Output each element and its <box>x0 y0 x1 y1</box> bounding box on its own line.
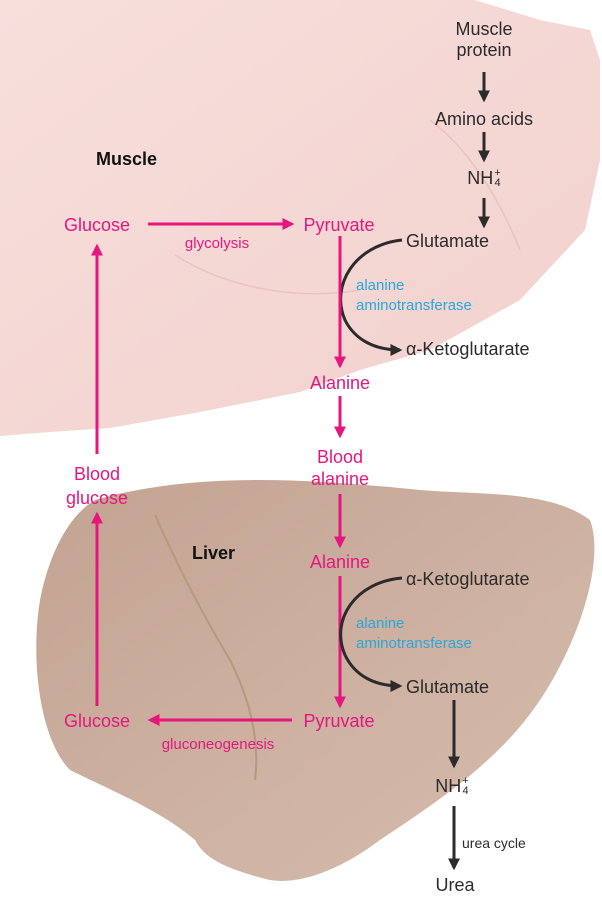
amino-acids-label: Amino acids <box>435 110 533 128</box>
glycolysis-label: glycolysis <box>185 236 249 251</box>
liver-glutamate-label: Glutamate <box>406 678 489 696</box>
blood-glucose-line2: glucose <box>66 486 128 510</box>
nh4-base: NH <box>467 169 493 187</box>
liver-pyruvate-label: Pyruvate <box>303 712 374 730</box>
liver-organ-label: Liver <box>192 544 235 562</box>
urea-cycle-label: urea cycle <box>462 836 526 850</box>
muscle-ketoglutarate-label: α-Ketoglutarate <box>406 340 529 358</box>
muscle-pyruvate-label: Pyruvate <box>303 216 374 234</box>
nh4-sub: 4 <box>462 786 468 796</box>
muscle-nh4-label: NH +4 <box>467 168 500 188</box>
nh4-sub: 4 <box>494 178 500 188</box>
blood-alanine-line1: Blood <box>311 446 369 468</box>
blood-glucose-line1: Blood <box>66 462 128 486</box>
muscle-protein-line2: protein <box>455 41 512 59</box>
liver-glucose-label: Glucose <box>64 712 130 730</box>
blood-alanine-line2: alanine <box>311 468 369 490</box>
muscle-protein-line1: Muscle <box>455 20 512 38</box>
liver-shape <box>36 480 594 881</box>
enzyme-line1: alanine <box>356 276 472 296</box>
muscle-alanine-label: Alanine <box>310 374 370 392</box>
muscle-enzyme-label: alanine aminotransferase <box>356 276 472 316</box>
liver-ketoglutarate-label: α-Ketoglutarate <box>406 570 529 588</box>
gluconeogenesis-label: gluconeogenesis <box>162 737 275 752</box>
muscle-glucose-label: Glucose <box>64 216 130 234</box>
nh4-base: NH <box>435 777 461 795</box>
muscle-protein-label: Muscle protein <box>455 20 512 59</box>
muscle-organ-label: Muscle <box>96 150 157 168</box>
enzyme-line1: alanine <box>356 614 472 634</box>
liver-nh4-label: NH +4 <box>435 776 468 796</box>
muscle-glutamate-label: Glutamate <box>406 232 489 250</box>
liver-alanine-label: Alanine <box>310 553 370 571</box>
blood-glucose-label: Blood glucose <box>66 462 128 510</box>
enzyme-line2: aminotransferase <box>356 634 472 654</box>
urea-label: Urea <box>435 876 474 894</box>
enzyme-line2: aminotransferase <box>356 296 472 316</box>
blood-alanine-label: Blood alanine <box>311 446 369 490</box>
liver-enzyme-label: alanine aminotransferase <box>356 614 472 654</box>
